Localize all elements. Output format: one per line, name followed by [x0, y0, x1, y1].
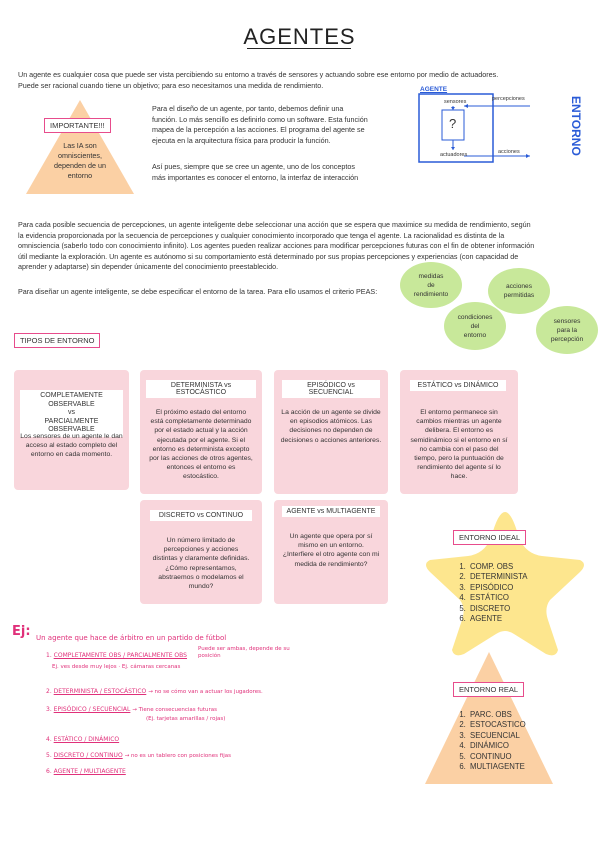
agent-diagram-svg — [418, 93, 530, 163]
list-item: CONTINUO — [468, 752, 552, 762]
list-item: ESTOCASTICO — [468, 720, 552, 730]
card-static: ESTÁTICO vs DINÁMICO El entorno permanec… — [400, 370, 518, 494]
agent-diagram: AGENTE sensores actuadores percepciones … — [418, 86, 586, 164]
list-item: DISCRETO — [468, 604, 552, 614]
intro-line: Puede ser racional cuando tiene un objet… — [18, 80, 324, 90]
card-text: Un número limitado de percepciones y acc… — [152, 537, 250, 591]
list-item: MULTIAGENTE — [468, 762, 552, 772]
agent-label: AGENTE — [420, 86, 448, 93]
card-title: COMPLETAMENTE OBSERVABLE vs PARCIALMENTE… — [20, 390, 123, 437]
important-text: Las IA son omniscientes, dependen de un … — [54, 141, 106, 180]
card-title: ESTÁTICO vs DINÁMICO — [410, 380, 506, 391]
card-observable: COMPLETAMENTE OBSERVABLE vs PARCIALMENTE… — [14, 370, 129, 490]
list-item: EPISÓDICO — [468, 583, 552, 593]
example-prefix: Ej: — [12, 624, 31, 639]
design-paragraph-2: Así pues, siempre que se cree un agente,… — [152, 162, 359, 182]
example-row: 1. COMPLETAMENTE OBS / PARCIALMENTE OBS … — [46, 646, 290, 659]
card-episodic: EPISÓDICO vs SECUENCIAL La acción de un … — [274, 370, 388, 494]
card-deterministic: DETERMINISTA vs ESTOCÁSTICO El próximo e… — [140, 370, 262, 494]
design-paragraph: Para el diseño de un agente, por tanto, … — [152, 104, 368, 145]
real-label: ENTORNO REAL — [453, 682, 525, 697]
ideal-list-container: COMP. OBS DETERMINISTA EPISÓDICO ESTÁTIC… — [452, 562, 552, 624]
example-row: 4. ESTÁTICO / DINÁMICO — [46, 736, 120, 743]
real-list-container: PARC. OBS ESTOCASTICO SECUENCIAL DINÁMIC… — [452, 710, 552, 772]
card-discrete: DISCRETO vs CONTINUO Un número limitado … — [140, 500, 262, 604]
example-title: Un agente que hace de árbitro en un part… — [36, 634, 227, 642]
example-row: 5. DISCRETO / CONTINUO → no es un tabler… — [46, 752, 231, 759]
list-item: ESTÁTICO — [468, 593, 552, 603]
example-row-note: Ej. ves desde muy lejos · Ej. cámaras ce… — [52, 664, 181, 670]
peas-text: Para diseñar un agente inteligente, se d… — [18, 287, 378, 296]
list-item: AGENTE — [468, 614, 552, 624]
page-title: AGENTES — [243, 24, 356, 49]
environment-label: ENTORNO — [569, 96, 583, 156]
ideal-star-shape — [426, 512, 584, 656]
rationality-paragraph: Para cada posible secuencia de percepcio… — [18, 220, 535, 272]
title-underline — [247, 48, 351, 49]
environment-types-label: TIPOS DE ENTORNO — [14, 333, 101, 348]
important-triangle — [26, 100, 134, 194]
card-text: Un agente que opera por sí mismo en un e… — [282, 533, 380, 568]
card-text: El próximo estado del entorno está compl… — [149, 409, 253, 481]
actuators-label: actuadores — [440, 152, 468, 158]
intro-line: Un agente es cualquier cosa que puede se… — [18, 70, 499, 79]
example-row: 3. EPISÓDICO / SECUENCIAL → Tiene consec… — [46, 706, 217, 713]
important-label: IMPORTANTE!!! — [44, 118, 111, 133]
ideal-list: COMP. OBS DETERMINISTA EPISÓDICO ESTÁTIC… — [452, 562, 552, 624]
list-item: SECUENCIAL — [468, 731, 552, 741]
card-title: DETERMINISTA vs ESTOCÁSTICO — [146, 380, 256, 398]
real-triangle — [425, 652, 553, 784]
card-title: AGENTE vs MULTIAGENTE — [282, 506, 380, 517]
real-list: PARC. OBS ESTOCASTICO SECUENCIAL DINÁMIC… — [452, 710, 552, 772]
list-item: DETERMINISTA — [468, 572, 552, 582]
list-item: PARC. OBS — [468, 710, 552, 720]
ideal-label: ENTORNO IDEAL — [453, 530, 527, 545]
percepts-label: percepciones — [492, 96, 525, 102]
card-title: EPISÓDICO vs SECUENCIAL — [282, 380, 380, 398]
example-row: 2. DETERMINISTA / ESTOCÁSTICO → no se có… — [46, 688, 263, 695]
intro-paragraph: Un agente es cualquier cosa que puede se… — [18, 70, 583, 91]
example-row: 6. AGENTE / MULTIAGENTE — [46, 768, 126, 775]
actions-label: acciones — [498, 149, 520, 155]
example-row-note: (Ej. tarjetas amarillas / rojas) — [146, 716, 226, 722]
card-text: Los sensores de un agente le dan acceso … — [20, 433, 123, 459]
card-title: DISCRETO vs CONTINUO — [150, 510, 252, 521]
card-multiagent: AGENTE vs MULTIAGENTE Un agente que oper… — [274, 500, 388, 604]
unknown-mark: ? — [449, 116, 457, 131]
sensors-label: sensores — [444, 99, 467, 105]
card-text: El entorno permanece sin cambios mientra… — [410, 409, 508, 481]
card-text: La acción de un agente se divide en epis… — [280, 409, 382, 444]
list-item: COMP. OBS — [468, 562, 552, 572]
list-item: DINÁMICO — [468, 741, 552, 751]
